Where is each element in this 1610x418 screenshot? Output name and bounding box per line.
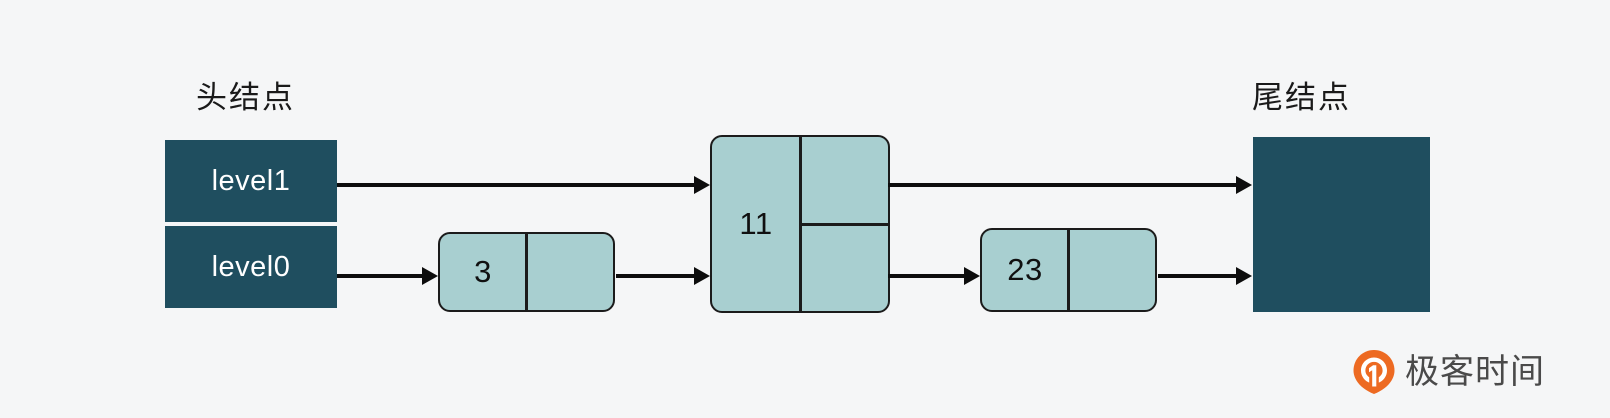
- geektime-logo-icon: [1353, 350, 1395, 394]
- arrow-node11-to-node23-line: [888, 274, 964, 278]
- skip-node-11-value: 11: [739, 206, 773, 241]
- arrow-node11-to-node23-head: [964, 267, 980, 285]
- arrow-head-level1-to-node11-line: [337, 183, 695, 187]
- watermark-text: 极客时间: [1405, 352, 1545, 392]
- skip-node-3-value: 3: [474, 254, 492, 289]
- skip-node-23-value: 23: [1007, 252, 1043, 287]
- head-node-level1-label: level1: [211, 164, 291, 197]
- arrow-head-level1-to-node11-head: [694, 176, 710, 194]
- skip-node-23-cell-divider: [1067, 230, 1070, 310]
- tail-node-caption: 尾结点: [1252, 80, 1351, 115]
- arrow-node3-to-node11-line: [616, 274, 694, 278]
- head-node-caption: 头结点: [196, 80, 295, 115]
- arrow-node3-to-node11-head: [694, 267, 710, 285]
- arrow-node23-to-tail-head: [1236, 267, 1252, 285]
- arrow-node23-to-tail-line: [1158, 274, 1236, 278]
- skip-node-3[interactable]: 3: [438, 232, 615, 312]
- arrow-node11-to-tail-line: [888, 183, 1236, 187]
- arrow-head-level0-to-node3-line: [337, 274, 422, 278]
- arrow-node11-to-tail-head: [1236, 176, 1252, 194]
- skip-node-11-pointer-divider: [799, 223, 888, 226]
- head-node: level1 level0: [165, 140, 337, 308]
- tail-node: [1253, 137, 1430, 312]
- watermark: 极客时间: [1352, 349, 1545, 395]
- skip-node-23[interactable]: 23: [980, 228, 1157, 312]
- arrow-head-level0-to-node3-head: [422, 267, 438, 285]
- head-node-level0-cell[interactable]: level0: [165, 226, 337, 308]
- head-node-level1-cell[interactable]: level1: [165, 140, 337, 222]
- head-node-level0-label: level0: [211, 250, 291, 283]
- head-node-divider: [165, 222, 337, 226]
- skip-node-11[interactable]: 11: [710, 135, 890, 313]
- skip-node-3-cell-divider: [525, 234, 528, 310]
